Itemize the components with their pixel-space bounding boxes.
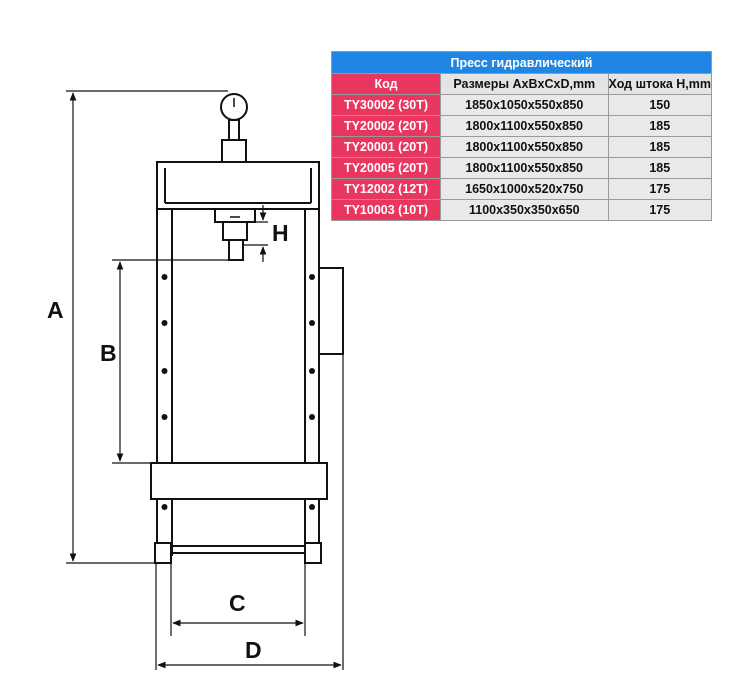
- header-dims: Размеры AxBxCxD,mm: [440, 73, 609, 95]
- column-holes: [161, 274, 315, 510]
- label-b: B: [100, 340, 117, 366]
- dimension-a: [66, 90, 228, 564]
- pressure-gauge: [220, 93, 248, 163]
- row-code: TY12002 (12T): [331, 178, 441, 200]
- dimension-h: [243, 205, 268, 262]
- label-h: H: [272, 220, 289, 246]
- row-stroke: 185: [607, 115, 713, 137]
- row-dims: 1800x1100x550x850: [440, 115, 609, 137]
- row-code: TY20002 (20T): [331, 115, 441, 137]
- row-stroke: 150: [607, 94, 713, 116]
- header-stroke: Ход штока H,mm: [607, 73, 713, 95]
- right-column: [304, 209, 320, 556]
- table-row: TY20001 (20T) 1800x1100x550x850 185: [331, 136, 713, 158]
- dimension-d: [155, 354, 344, 670]
- left-column: [156, 209, 173, 556]
- row-stroke: 175: [607, 178, 713, 200]
- label-a: A: [47, 297, 64, 323]
- label-c: C: [229, 590, 246, 616]
- dimension-b: [112, 259, 229, 464]
- row-code: TY20005 (20T): [331, 157, 441, 179]
- spec-table: Пресс гидравлический Код Размеры AxBxCxD…: [331, 51, 713, 221]
- row-code: TY10003 (10T): [331, 199, 441, 221]
- row-stroke: 175: [607, 199, 713, 221]
- table-row: TY12002 (12T) 1650x1000x520x750 175: [331, 178, 713, 200]
- dimension-c: [170, 563, 306, 636]
- pump-box: [318, 267, 344, 355]
- row-dims: 1800x1100x550x850: [440, 157, 609, 179]
- top-crosshead: [156, 161, 320, 210]
- row-stroke: 185: [607, 136, 713, 158]
- row-dims: 1850x1050x550x850: [440, 94, 609, 116]
- row-code: TY30002 (30T): [331, 94, 441, 116]
- row-dims: 1650x1000x520x750: [440, 178, 609, 200]
- work-bed: [150, 462, 328, 500]
- row-stroke: 185: [607, 157, 713, 179]
- table-title: Пресс гидравлический: [331, 51, 712, 74]
- row-code: TY20001 (20T): [331, 136, 441, 158]
- label-d: D: [245, 637, 262, 663]
- hydraulic-ram: [214, 208, 256, 261]
- header-code: Код: [331, 73, 441, 95]
- row-dims: 1100x350x350x650: [440, 199, 609, 221]
- table-row: TY20005 (20T) 1800x1100x550x850 185: [331, 157, 713, 179]
- base: [154, 542, 322, 564]
- table-row: TY30002 (30T) 1850x1050x550x850 150: [331, 94, 713, 116]
- row-dims: 1800x1100x550x850: [440, 136, 609, 158]
- table-row: TY20002 (20T) 1800x1100x550x850 185: [331, 115, 713, 137]
- table-row: TY10003 (10T) 1100x350x350x650 175: [331, 199, 713, 221]
